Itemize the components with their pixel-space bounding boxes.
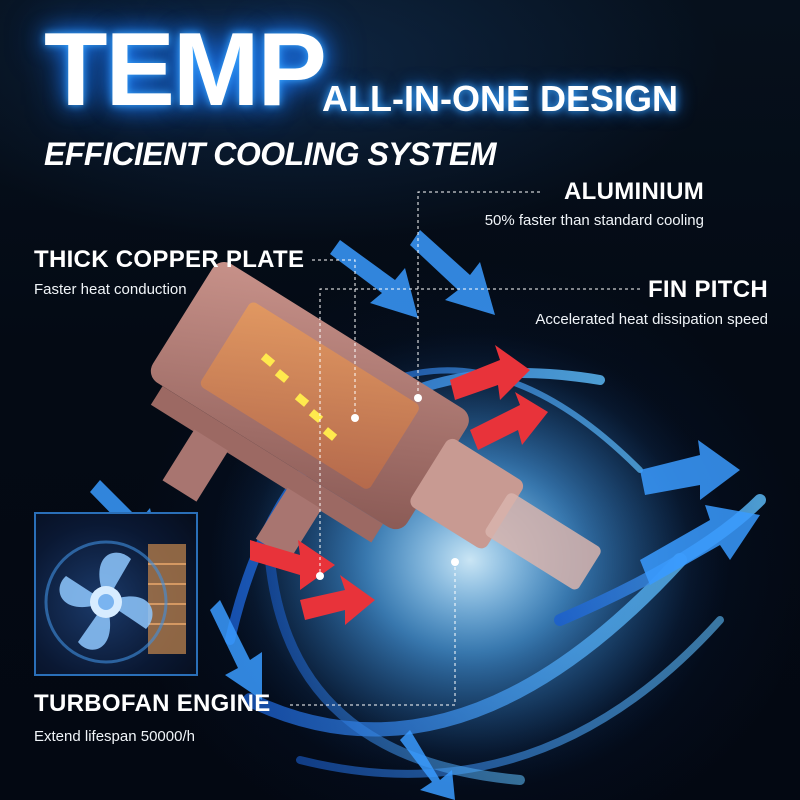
feature-turbofan-desc: Extend lifespan 50000/h bbox=[34, 728, 195, 745]
feature-turbofan-title: TURBOFAN ENGINE bbox=[34, 690, 271, 717]
callout-lines bbox=[290, 191, 640, 706]
fan-icon bbox=[44, 540, 186, 664]
feature-aluminium-title: ALUMINIUM bbox=[563, 178, 704, 205]
feature-copper-desc: Faster heat conduction bbox=[34, 281, 187, 298]
headline-subtitle: EFFICIENT COOLING SYSTEM bbox=[44, 136, 497, 172]
bulb-housing bbox=[150, 262, 601, 590]
feature-copper-title: THICK COPPER PLATE bbox=[34, 246, 305, 273]
feature-aluminium-desc: 50% faster than standard cooling bbox=[484, 212, 704, 229]
headline-all-in-one: ALL-IN-ONE DESIGN bbox=[322, 78, 678, 119]
aluminium-leader bbox=[417, 191, 540, 398]
callout-dots bbox=[316, 394, 459, 580]
fin-pitch-leader bbox=[319, 288, 640, 576]
feature-fin-pitch-title: FIN PITCH bbox=[647, 276, 768, 303]
turbofan-inset bbox=[34, 512, 198, 676]
heat-arrow-icon bbox=[250, 345, 548, 625]
feature-fin-pitch-desc: Accelerated heat dissipation speed bbox=[535, 311, 768, 328]
turbofan-leader bbox=[290, 562, 456, 706]
led-chips bbox=[260, 353, 338, 441]
copper-plate-leader bbox=[312, 259, 356, 418]
headline-temp: TEMP bbox=[44, 12, 327, 128]
